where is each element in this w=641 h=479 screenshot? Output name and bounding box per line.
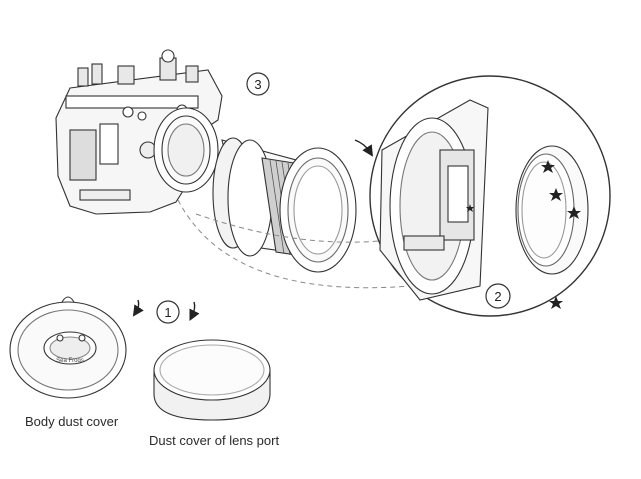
body-dust-cover-caption: Body dust cover xyxy=(25,414,119,429)
curved-arrow-icon xyxy=(132,299,144,317)
curved-arrow-icon xyxy=(189,301,200,322)
curved-arrow-icon xyxy=(354,139,373,157)
magnify-leader-lines xyxy=(177,199,411,289)
magnified-detail-circle: 2 xyxy=(369,75,611,317)
step-3-marker: 3 xyxy=(246,72,270,96)
star-icon xyxy=(466,160,581,309)
cover-logo: Sea Frogs xyxy=(56,358,84,364)
lens-port-dust-cover-caption: Dust cover of lens port xyxy=(149,433,280,448)
step-1-marker: 1 xyxy=(156,300,180,324)
lens-port-dust-cover xyxy=(153,339,271,421)
svg-text:3: 3 xyxy=(254,77,261,92)
body-dust-cover: Sea Frogs xyxy=(9,296,127,399)
svg-text:2: 2 xyxy=(494,289,501,304)
svg-text:1: 1 xyxy=(164,305,171,320)
lens-port xyxy=(212,137,357,273)
step-2-marker: 2 xyxy=(485,283,511,309)
camera-housing xyxy=(55,49,223,215)
